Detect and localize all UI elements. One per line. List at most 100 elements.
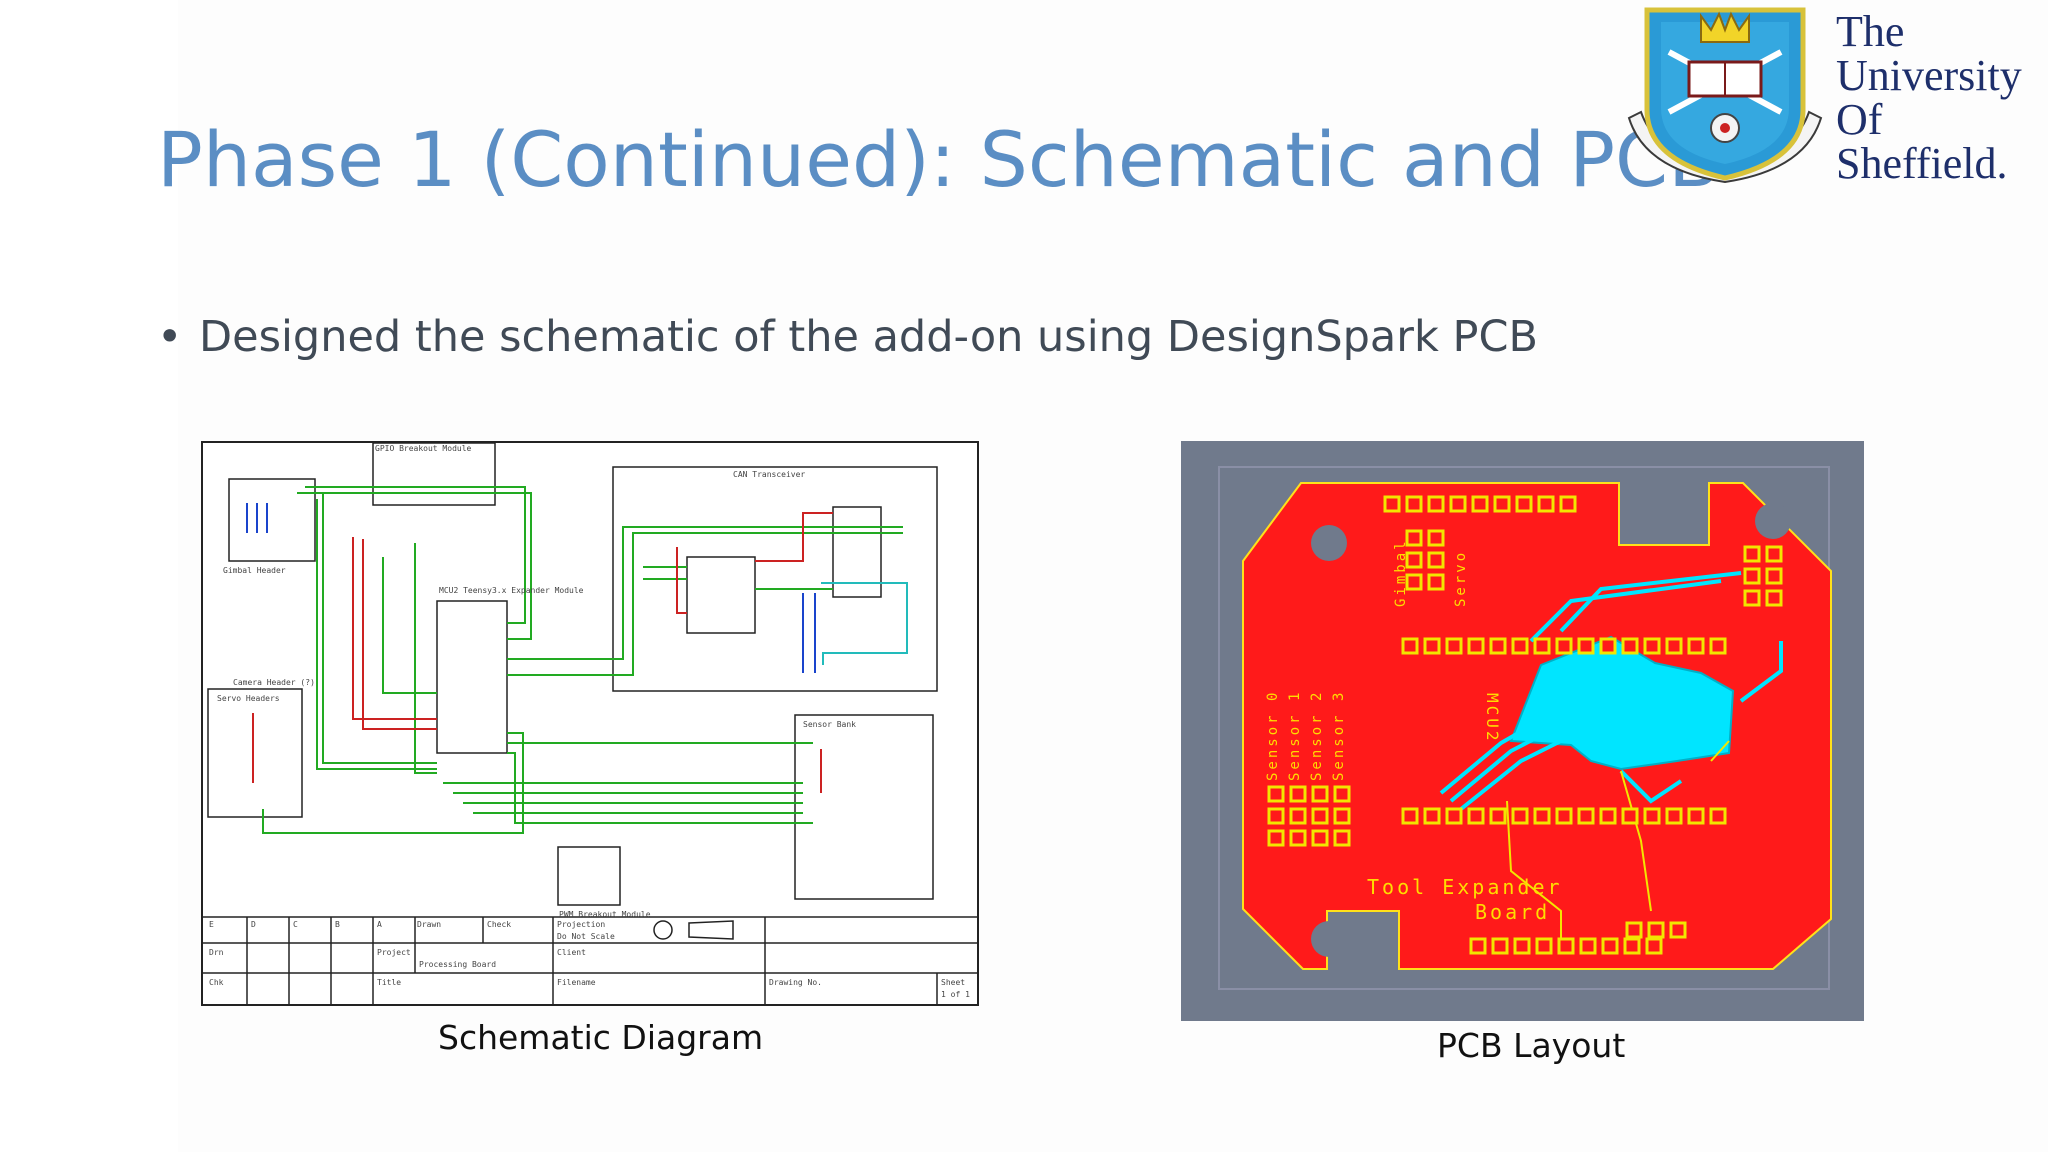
pcb-pad bbox=[1427, 495, 1445, 513]
pcb-pad bbox=[1765, 567, 1783, 585]
pcb-pad bbox=[1267, 829, 1285, 847]
pcb-pad bbox=[1383, 495, 1401, 513]
schematic-caption: Schematic Diagram bbox=[438, 1018, 764, 1057]
bullet-dot-icon: • bbox=[157, 312, 183, 362]
pcb-pad bbox=[1427, 573, 1445, 591]
pcb-pad bbox=[1449, 495, 1467, 513]
logo-text-line-2: University bbox=[1836, 51, 2022, 100]
pcb-pad bbox=[1623, 937, 1641, 955]
pcb-pad bbox=[1405, 495, 1423, 513]
pcb-pad bbox=[1469, 937, 1487, 955]
pcb-pad bbox=[1515, 495, 1533, 513]
pcb-pad bbox=[1423, 637, 1441, 655]
pcb-pad bbox=[1765, 589, 1783, 607]
tb-title: Title bbox=[377, 978, 401, 987]
pcb-pad bbox=[1645, 937, 1663, 955]
pcb-pad bbox=[1423, 807, 1441, 825]
pcb-pad bbox=[1577, 807, 1595, 825]
pcb-pad bbox=[1687, 637, 1705, 655]
pcb-pad bbox=[1289, 785, 1307, 803]
schematic-diagram-image: GPIO Breakout Module CAN Transceiver MCU… bbox=[201, 441, 979, 1006]
pcb-pad bbox=[1311, 829, 1329, 847]
pcb-pad bbox=[1665, 807, 1683, 825]
university-crest-icon bbox=[1627, 7, 1823, 184]
pcb-pad bbox=[1709, 637, 1727, 655]
pcb-drawing: Tool Expander Board MCU2 Sensor 0 Sensor… bbox=[1218, 466, 1832, 990]
pcb-pad bbox=[1401, 807, 1419, 825]
pcb-pad bbox=[1687, 807, 1705, 825]
tb-scale-note: Do Not Scale bbox=[557, 932, 615, 941]
pcb-pad bbox=[1427, 529, 1445, 547]
pcb-pad bbox=[1405, 551, 1423, 569]
pcb-servo-label: Servo bbox=[1453, 550, 1469, 607]
pcb-pad bbox=[1491, 937, 1509, 955]
pcb-pad bbox=[1709, 807, 1727, 825]
pcb-mcu-label: MCU2 bbox=[1483, 693, 1502, 744]
schem-label-camera: Camera Header (?) bbox=[233, 678, 315, 687]
pcb-pad bbox=[1445, 807, 1463, 825]
tb-filename: Filename bbox=[557, 978, 596, 987]
pcb-pad bbox=[1579, 937, 1597, 955]
pcb-pad bbox=[1333, 785, 1351, 803]
pcb-pad bbox=[1599, 637, 1617, 655]
pcb-pad bbox=[1533, 807, 1551, 825]
tb-projection: Projection bbox=[557, 920, 605, 929]
tb-row-drn: Drn bbox=[209, 948, 224, 957]
pcb-pad bbox=[1289, 829, 1307, 847]
schem-label-pwm: PWM Breakout Module bbox=[559, 910, 651, 919]
tb-drawn: Drawn bbox=[417, 920, 441, 929]
pcb-pad bbox=[1511, 807, 1529, 825]
pcb-pad bbox=[1621, 637, 1639, 655]
pcb-sensor-label-3: Sensor 3 bbox=[1331, 690, 1347, 781]
pcb-caption: PCB Layout bbox=[1437, 1026, 1626, 1065]
tb-col-b: B bbox=[335, 920, 340, 929]
logo-text-line-3: Of bbox=[1836, 95, 1883, 144]
pcb-pad bbox=[1333, 807, 1351, 825]
pcb-pad bbox=[1537, 495, 1555, 513]
tb-client: Client bbox=[557, 948, 586, 957]
pcb-gimbal-label: Gimbal bbox=[1393, 538, 1409, 607]
logo-text-line-4: Sheffield. bbox=[1836, 139, 2008, 188]
pcb-pad bbox=[1427, 551, 1445, 569]
pcb-pad bbox=[1267, 807, 1285, 825]
pcb-pad bbox=[1557, 937, 1575, 955]
pcb-pad bbox=[1311, 785, 1329, 803]
tb-col-c: C bbox=[293, 920, 298, 929]
schematic-drawing: GPIO Breakout Module CAN Transceiver MCU… bbox=[203, 443, 977, 1004]
pcb-pad bbox=[1601, 937, 1619, 955]
pcb-layout-image: Tool Expander Board MCU2 Sensor 0 Sensor… bbox=[1181, 441, 1864, 1021]
pcb-sensor-label-1: Sensor 1 bbox=[1287, 690, 1303, 781]
pcb-pad bbox=[1533, 637, 1551, 655]
university-logo: The University Of Sheffield. bbox=[1625, 0, 2048, 192]
pcb-pad bbox=[1765, 545, 1783, 563]
pcb-sensor-label-0: Sensor 0 bbox=[1265, 690, 1281, 781]
schem-label-can: CAN Transceiver bbox=[733, 470, 805, 479]
pcb-pad bbox=[1467, 807, 1485, 825]
pcb-pad bbox=[1643, 637, 1661, 655]
bullet-item: • Designed the schematic of the add-on us… bbox=[157, 312, 1538, 362]
pcb-pad bbox=[1333, 829, 1351, 847]
pcb-pad bbox=[1511, 637, 1529, 655]
pcb-pad bbox=[1621, 807, 1639, 825]
pcb-sensor-label-2: Sensor 2 bbox=[1309, 690, 1325, 781]
pcb-pad bbox=[1489, 637, 1507, 655]
pcb-pad bbox=[1513, 937, 1531, 955]
schem-label-gpio: GPIO Breakout Module bbox=[375, 444, 472, 453]
tb-check: Check bbox=[487, 920, 511, 929]
pcb-pad-group bbox=[1267, 495, 1783, 955]
schem-label-gimbal: Gimbal Header bbox=[223, 566, 286, 575]
pcb-pad bbox=[1489, 807, 1507, 825]
pcb-board-label-1: Tool Expander bbox=[1367, 875, 1563, 899]
pcb-pad bbox=[1467, 637, 1485, 655]
tb-col-a: A bbox=[377, 920, 382, 929]
tb-project: Project bbox=[377, 948, 411, 957]
pcb-pad bbox=[1559, 495, 1577, 513]
pcb-pad bbox=[1401, 637, 1419, 655]
pcb-board-label-2: Board bbox=[1475, 900, 1550, 924]
tb-col-d: D bbox=[251, 920, 256, 929]
schem-label-sensor-bank: Sensor Bank bbox=[803, 720, 856, 729]
bullet-text: Designed the schematic of the add-on usi… bbox=[199, 312, 1538, 362]
pcb-pad bbox=[1555, 637, 1573, 655]
pcb-pad bbox=[1311, 807, 1329, 825]
pcb-pad bbox=[1743, 589, 1761, 607]
